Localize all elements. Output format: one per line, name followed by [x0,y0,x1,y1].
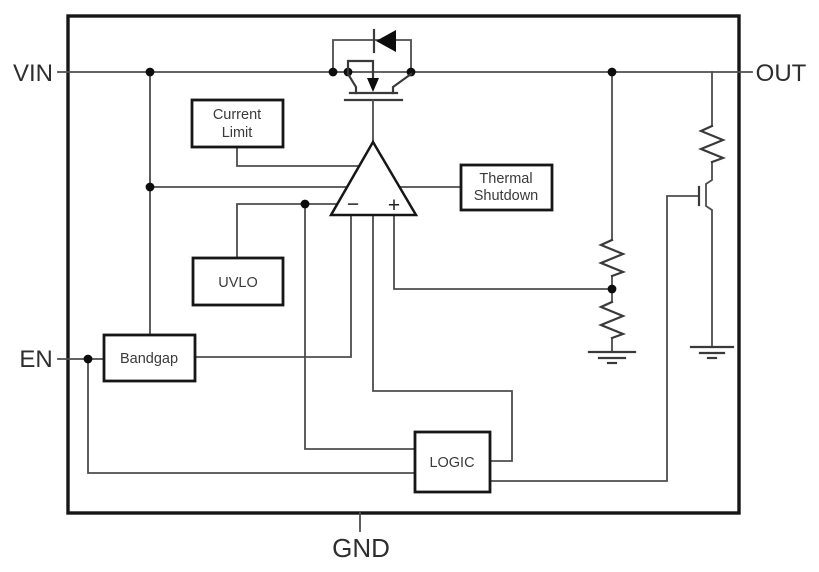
pulldown-resistor-symbol [698,124,727,164]
bandgap-to-inverting-input-wire [194,214,352,358]
junction-dot [607,284,617,294]
bandgap-box [102,333,197,383]
bandgap-block: Bandgap [102,333,197,383]
resistor-zigzag [598,300,627,340]
body-diode-symbol [372,28,396,54]
pmos-drain-lead [391,72,413,95]
gnd-pin-label: GND [332,533,390,563]
body-diode-loop-wire [332,39,412,73]
out-pin-label: OUT [756,60,807,87]
junction-dot [300,199,310,209]
thermal-shutdown-label-line1: Thermal [479,171,532,187]
pmos-source-lead [346,72,358,95]
amplifier-triangle [328,139,419,217]
current-limit-block: Current Limit [190,98,285,149]
junction-dot [607,67,617,77]
en-branch-to-logic-wire [87,358,416,474]
pmos-bulk-arrow [367,78,379,92]
resistor-zigzag [698,124,727,164]
current-limit-label-line2: Limit [222,125,253,141]
current-limit-label-line1: Current [213,107,261,123]
uvlo-block: UVLO [191,256,285,307]
logic-box [413,430,492,494]
thermal-shutdown-label-line2: Shutdown [474,188,539,204]
wiring [57,39,753,532]
thermal-shutdown-box [459,163,554,212]
feedback-to-noninverting-input-wire [393,214,613,290]
junction-dot [328,67,338,77]
feedback-resistor-bottom-symbol [598,300,627,340]
resistor-zigzag [598,238,627,278]
uvlo-label: UVLO [218,275,258,291]
pulldown-transistor-channel-wire [705,161,713,347]
logic-block: LOGIC [413,430,492,494]
uvlo-branch-to-logic-wire [304,203,416,450]
vin-pin-label: VIN [13,60,53,87]
pass-transistor-symbol [343,59,413,144]
junction-dot [145,67,155,77]
logic-to-amp-wire [372,214,513,462]
thermal-shutdown-block: Thermal Shutdown [459,163,554,212]
logic-label: LOGIC [429,455,474,471]
junction-dot [145,182,155,192]
pulldown-ground-symbol [689,345,735,360]
ic-boundary-box [66,14,741,515]
pmos-bulk-lead [346,59,375,81]
junction-dot [406,67,416,77]
junction-dot [83,354,93,364]
bandgap-label: Bandgap [120,351,178,367]
uvlo-box [191,256,285,307]
inverting-input-sign: − [347,193,359,216]
current-limit-to-amp-wire [236,146,361,167]
current-limit-box [190,98,285,149]
en-pin-label: EN [19,346,52,373]
feedback-resistor-top-symbol [598,238,627,278]
error-amplifier-symbol: − + [328,139,419,217]
logic-to-pulldown-gate-wire [489,195,699,482]
divider-ground-symbol [587,350,637,365]
uvlo-to-amp-wire [236,203,339,259]
diode-arrow [376,30,396,52]
noninverting-input-sign: + [388,194,400,217]
